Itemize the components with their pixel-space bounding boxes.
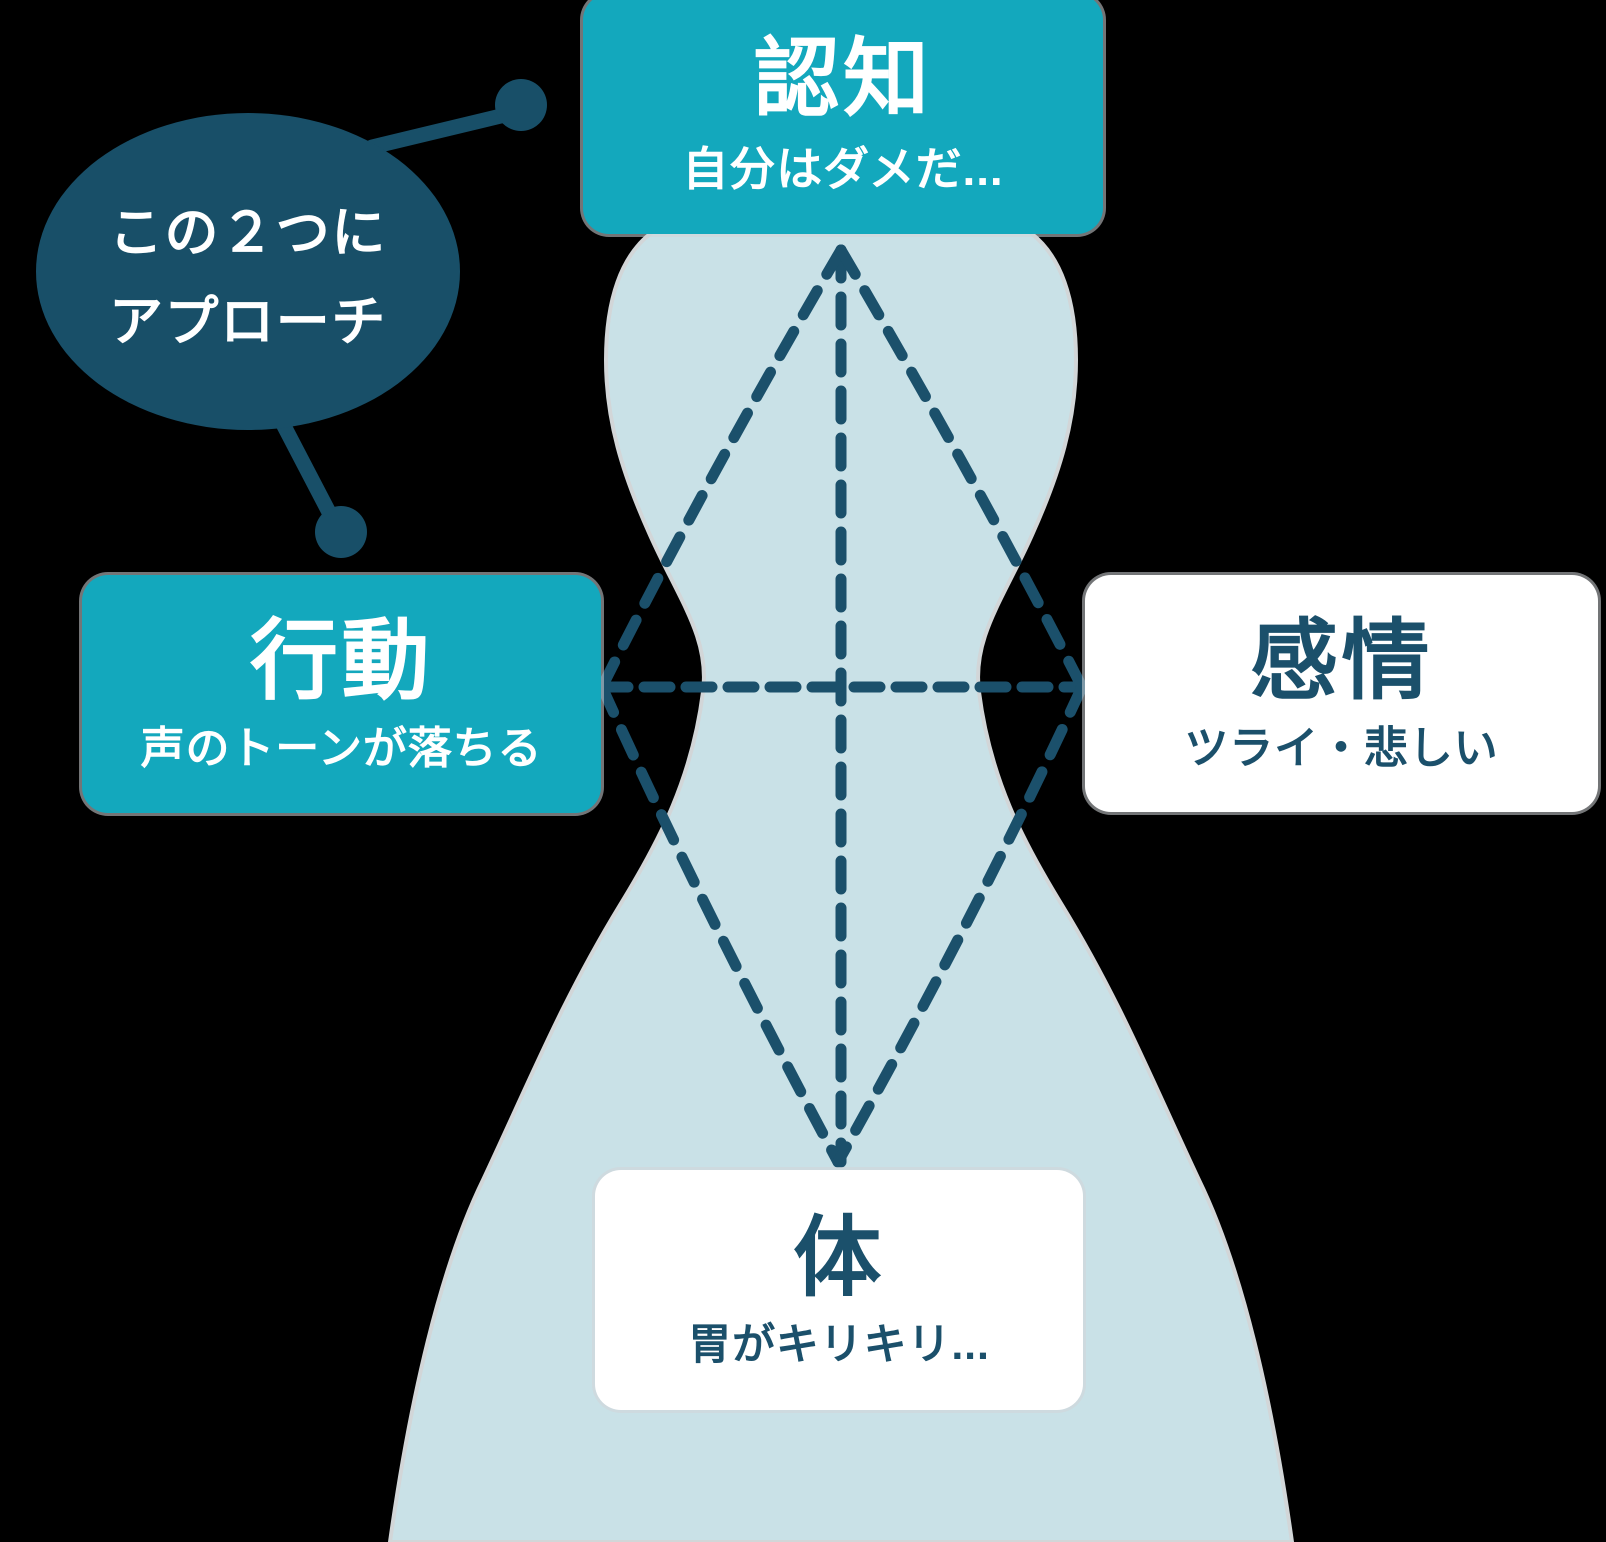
emotion-node: 感情 ツライ・悲しい: [1085, 575, 1598, 812]
emotion-subtitle: ツライ・悲しい: [1184, 723, 1499, 773]
link-emotion-body: [832, 681, 1088, 1168]
body-title: 体: [793, 1207, 885, 1307]
cognition-node: 認知 自分はダメだ...: [583, 0, 1103, 234]
cognition-title: 認知: [753, 31, 933, 127]
bubble-connector-line-bottom: [275, 416, 340, 526]
body-subtitle: 胃がキリキリ...: [688, 1320, 990, 1369]
emotion-title: 感情: [1249, 610, 1434, 710]
body-node: 体 胃がキリキリ...: [595, 1170, 1083, 1410]
dashed-links: [596, 244, 1088, 1168]
bubble-connector-line-top: [364, 107, 513, 155]
bubble-connector-dot2-icon: [315, 506, 367, 558]
behavior-title: 行動: [249, 611, 434, 710]
approach-annotation-bubble: この２つに アプローチ: [36, 113, 460, 430]
link-cognition-behavior: [596, 244, 847, 693]
link-behavior-body: [596, 681, 844, 1168]
link-cognition-emotion: [835, 244, 1088, 693]
approach-bubble-line1: この２つに: [108, 202, 388, 263]
bubble-connector-dot-icon: [495, 79, 547, 131]
behavior-subtitle: 声のトーンが落ちる: [140, 724, 543, 773]
cognition-subtitle: 自分はダメだ...: [682, 143, 1004, 195]
bubble-connectors: [275, 79, 547, 558]
approach-bubble-line2: アプローチ: [108, 291, 388, 352]
behavior-node: 行動 声のトーンが落ちる: [82, 575, 601, 813]
